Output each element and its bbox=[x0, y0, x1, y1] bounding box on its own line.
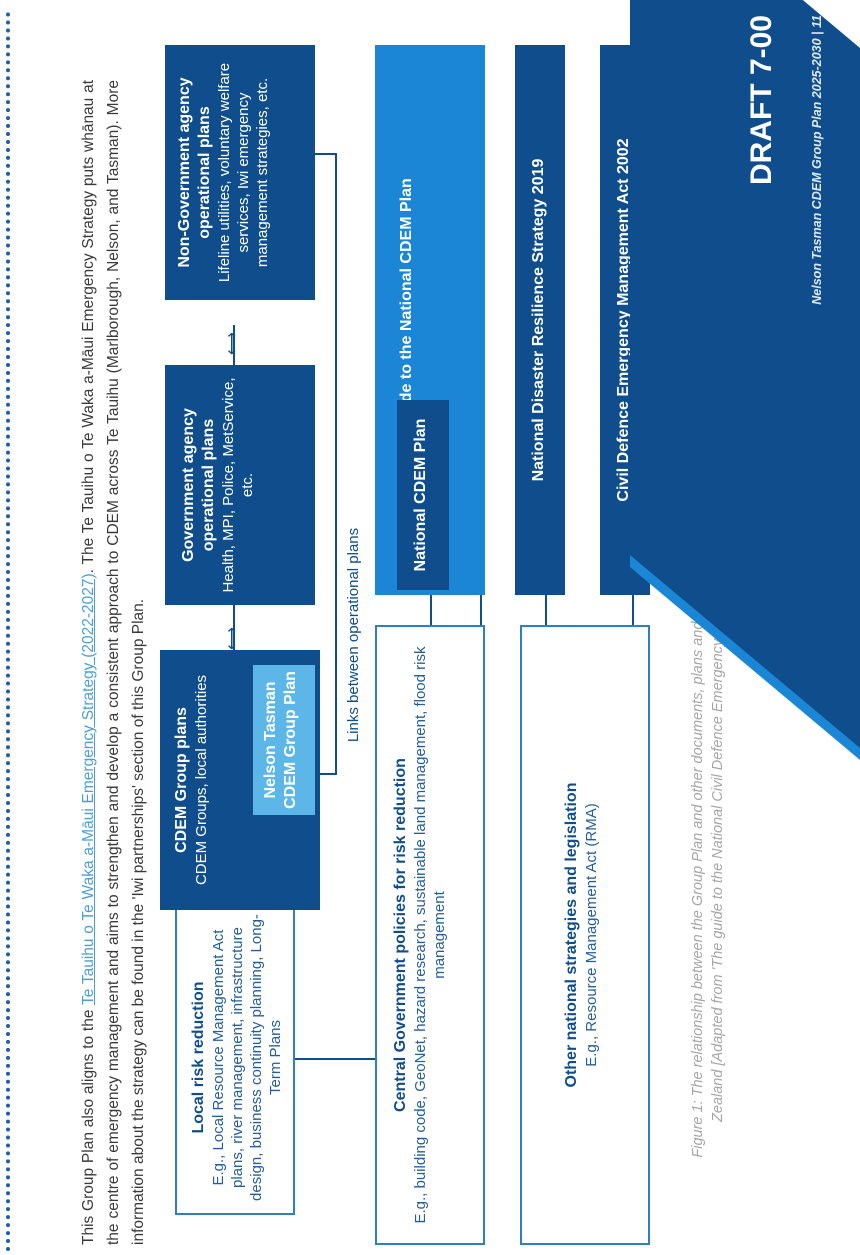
cdem-group-body: CDEM Groups, local authorities bbox=[193, 674, 210, 886]
local-risk-body: E.g., Local Resource Management Act plan… bbox=[210, 914, 284, 1201]
gov-agency-title: Government agency operational plans bbox=[180, 408, 217, 562]
nelson-tasman-plan: Nelson Tasman CDEM Group Plan bbox=[262, 671, 299, 809]
central-gov-body: E.g., building code, GeoNet, hazard rese… bbox=[412, 646, 448, 1224]
dotted-rule bbox=[6, 11, 10, 1251]
ngo-plans-box: Non-Government agency operational plans … bbox=[165, 45, 315, 300]
ndrs-box: National Disaster Resilience Strategy 20… bbox=[515, 45, 565, 595]
local-risk-reduction-box: Local risk reduction E.g., Local Resourc… bbox=[175, 900, 295, 1215]
connector bbox=[632, 595, 634, 625]
ndrs-title: National Disaster Resilience Strategy 20… bbox=[530, 158, 547, 482]
central-gov-box: Central Government policies for risk red… bbox=[375, 625, 485, 1245]
gov-agency-body: Health, MPI, Police, MetService, etc. bbox=[220, 377, 256, 593]
ngo-title: Non-Government agency operational plans bbox=[176, 77, 213, 268]
connector bbox=[295, 1058, 377, 1060]
national-cdem-plan-box: National CDEM Plan bbox=[397, 400, 449, 590]
nelson-tasman-plan-box: Nelson Tasman CDEM Group Plan bbox=[253, 665, 315, 815]
guide-box: The Guide to the National CDEM Plan Nati… bbox=[375, 45, 485, 595]
central-gov-title: Central Government policies for risk red… bbox=[392, 758, 409, 1112]
double-arrow-icon: ⟷ bbox=[224, 627, 241, 650]
draft-label: DRAFT 7-00 bbox=[745, 15, 778, 186]
cdem-group-title: CDEM Group plans bbox=[173, 707, 190, 853]
links-line bbox=[335, 155, 337, 775]
cdem-group-plans-box: CDEM Group plans CDEM Groups, local auth… bbox=[160, 650, 320, 910]
double-arrow-icon: ⟷ bbox=[224, 882, 241, 905]
other-national-body: E.g., Resource Management Act (RMA) bbox=[583, 803, 600, 1067]
ngo-body: Lifeline utilities, voluntary welfare se… bbox=[216, 62, 271, 283]
connector bbox=[545, 595, 547, 625]
other-national-title: Other national strategies and legislatio… bbox=[563, 782, 580, 1088]
local-risk-title: Local risk reduction bbox=[190, 981, 207, 1134]
connector bbox=[430, 595, 432, 625]
gov-agency-plans-box: Government agency operational plans Heal… bbox=[165, 365, 315, 605]
double-arrow-icon: ⟷ bbox=[224, 332, 241, 355]
national-cdem-plan: National CDEM Plan bbox=[412, 418, 429, 572]
other-national-box: Other national strategies and legislatio… bbox=[520, 625, 650, 1245]
intro-paragraph: This Group Plan also aligns to the Te Ta… bbox=[76, 80, 151, 1245]
strategy-link[interactable]: Te Tauihu o Te Waka a-Māui Emergency Str… bbox=[80, 573, 97, 1006]
links-label: Links between operational plans bbox=[345, 527, 362, 743]
intro-text-1: This Group Plan also aligns to the bbox=[80, 1005, 97, 1245]
page-footer: Nelson Tasman CDEM Group Plan 2025-2030 … bbox=[810, 15, 824, 305]
